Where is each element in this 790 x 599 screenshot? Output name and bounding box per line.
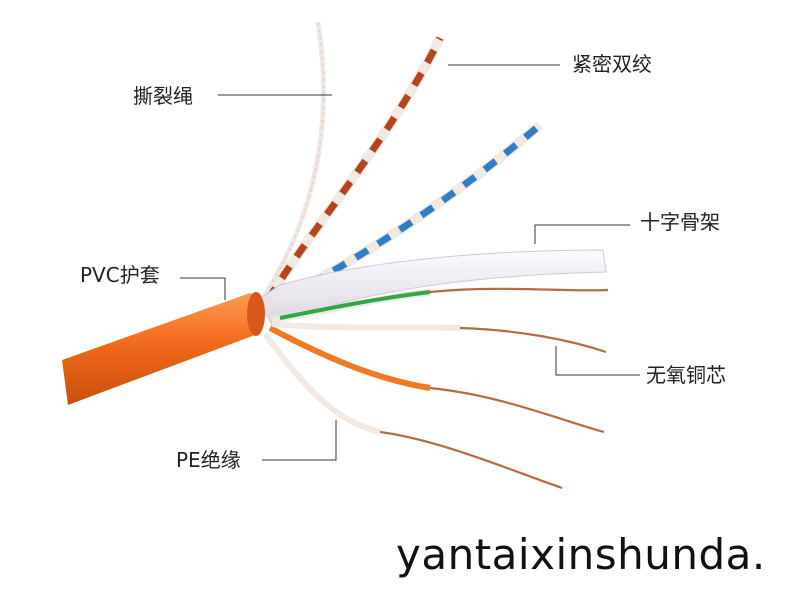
cross-filler [257, 249, 607, 326]
leader-copper-core [555, 346, 640, 376]
pair-orange-white [262, 332, 381, 435]
copper-core-3 [429, 386, 605, 434]
leader-pvc-jacket [180, 277, 226, 300]
pair-green [279, 290, 431, 320]
label-pe-insulation: PE绝缘 [176, 448, 241, 472]
label-cross-filler: 十字骨架 [640, 210, 720, 234]
jacket-end [247, 292, 265, 336]
label-rip-cord: 撕裂绳 [133, 84, 193, 108]
copper-core-1 [429, 287, 609, 294]
pair-brown [264, 36, 444, 302]
leader-lines [180, 64, 640, 461]
pair-white-2 [271, 321, 461, 331]
label-copper-core: 无氧铜芯 [646, 363, 726, 387]
leader-pe-insulation [262, 420, 337, 461]
watermark-text: yantaixinshunda. [396, 530, 766, 579]
pair-orange [268, 325, 431, 391]
label-twisted-pair: 紧密双绞 [572, 52, 652, 76]
leader-cross-filler [534, 224, 630, 244]
pvc-jacket [62, 293, 264, 405]
label-pvc-jacket: PVC护套 [80, 263, 160, 287]
rip-cord-shade [261, 21, 325, 301]
copper-core-4 [379, 430, 563, 490]
copper-core-2 [459, 326, 607, 354]
